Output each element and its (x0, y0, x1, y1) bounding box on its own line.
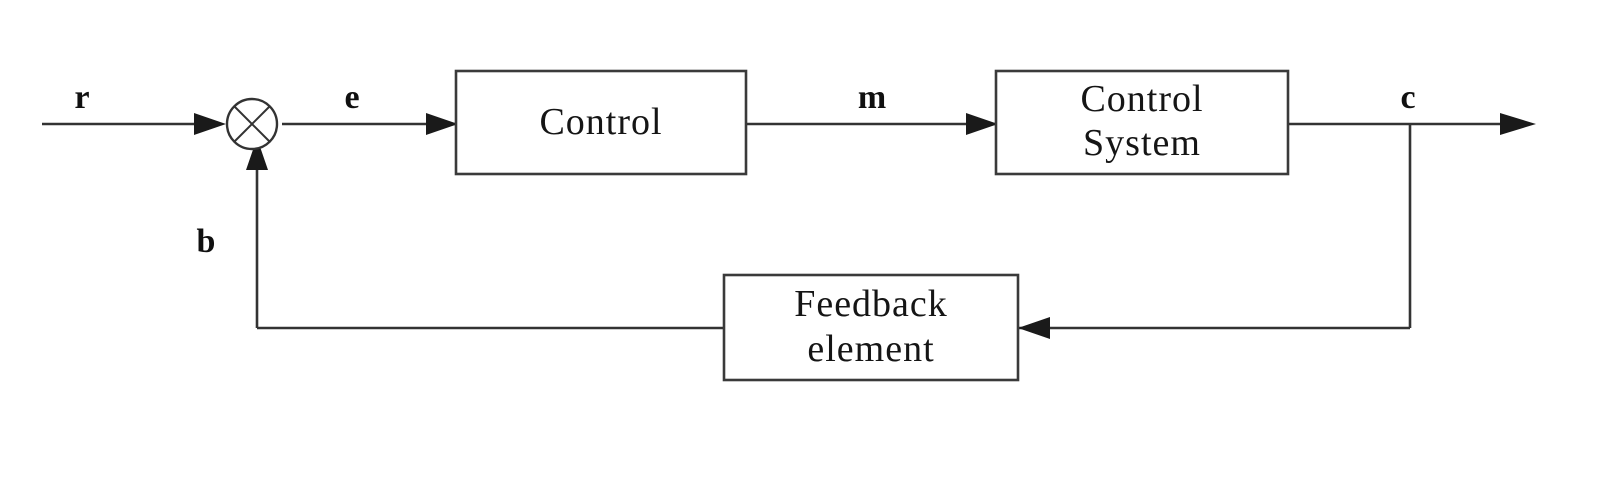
arrowhead-r (194, 113, 226, 135)
feedback-element-block-label-line2: element (807, 328, 934, 370)
control-system-block-label-line1: Control (1080, 78, 1203, 120)
control-block-label: Control (539, 101, 662, 143)
arrowhead-b (246, 138, 268, 170)
feedback-element-block: Feedback element (722, 273, 1020, 382)
signal-label-e: e (344, 79, 359, 116)
arrowhead-e (426, 113, 458, 135)
signal-label-m: m (858, 79, 886, 116)
arrowhead-c (1500, 113, 1536, 135)
control-block: Control (454, 69, 748, 176)
arrowhead-feedback-in (1018, 317, 1050, 339)
signal-label-c: c (1400, 79, 1415, 116)
control-system-block-label-line2: System (1083, 122, 1201, 164)
signal-label-b: b (197, 223, 216, 260)
signal-label-r: r (74, 79, 89, 116)
arrowhead-m (966, 113, 998, 135)
control-system-block: Control System (994, 69, 1290, 176)
feedback-element-block-label-line1: Feedback (794, 283, 948, 325)
summing-junction (225, 97, 279, 151)
